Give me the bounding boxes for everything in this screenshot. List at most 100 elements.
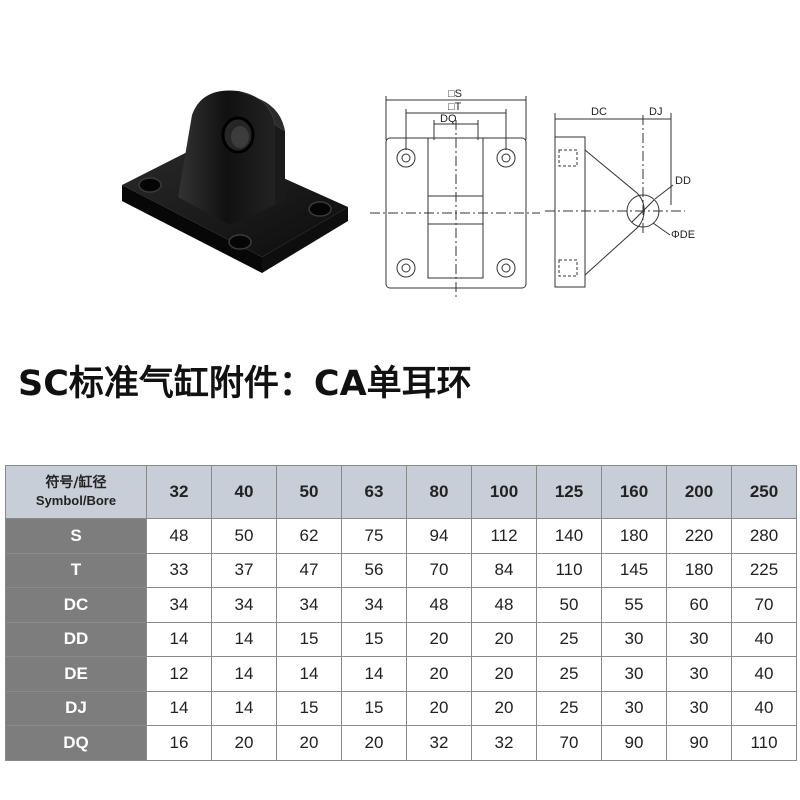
table-cell: 48	[146, 518, 212, 554]
corner-header-zh: 符号/缸径	[45, 475, 107, 491]
table-cell: 62	[276, 518, 342, 554]
row-symbol: T	[5, 552, 147, 588]
product-photo	[122, 90, 348, 273]
table-cell: 20	[471, 656, 537, 692]
row-symbol: DE	[5, 656, 147, 692]
table-cell: 55	[601, 587, 667, 623]
table-cell: 20	[406, 621, 472, 657]
table-cell: 14	[276, 656, 342, 692]
table-cell: 33	[146, 552, 212, 588]
table-cell: 50	[536, 587, 602, 623]
table-cell: 40	[731, 621, 797, 657]
row-symbol: S	[5, 518, 147, 554]
bore-header: 80	[406, 465, 472, 519]
bore-header: 50	[276, 465, 342, 519]
label-de: ΦDE	[671, 229, 695, 241]
table-cell: 14	[146, 621, 212, 657]
table-cell: 25	[536, 621, 602, 657]
table-cell: 14	[341, 656, 407, 692]
table-cell: 15	[276, 621, 342, 657]
table-cell: 60	[666, 587, 732, 623]
table-cell: 20	[276, 725, 342, 761]
table-cell: 75	[341, 518, 407, 554]
table-cell: 32	[406, 725, 472, 761]
table-cell: 48	[471, 587, 537, 623]
mount-hole	[308, 201, 332, 217]
page-title: SC标准气缸附件：CA单耳环	[18, 364, 472, 404]
row-symbol: DD	[5, 621, 147, 657]
table-cell: 280	[731, 518, 797, 554]
table-cell: 25	[536, 690, 602, 726]
side-view-drawing: DC DJ DD ΦDE	[545, 106, 695, 288]
table-cell: 110	[731, 725, 797, 761]
table-cell: 90	[601, 725, 667, 761]
label-dd: DD	[675, 175, 691, 187]
spec-table: 符号/缸径 Symbol/Bore 32 40 50 63 80 100 125…	[5, 465, 797, 761]
bore-header: 200	[666, 465, 732, 519]
table-cell: 47	[276, 552, 342, 588]
table-cell: 15	[341, 621, 407, 657]
table-cell: 14	[211, 656, 277, 692]
table-cell: 20	[341, 725, 407, 761]
table-cell: 225	[731, 552, 797, 588]
table-cell: 34	[211, 587, 277, 623]
table-cell: 34	[341, 587, 407, 623]
table-cell: 34	[146, 587, 212, 623]
table-cell: 15	[276, 690, 342, 726]
table-cell: 20	[471, 690, 537, 726]
table-cell: 70	[406, 552, 472, 588]
table-cell: 14	[211, 690, 277, 726]
label-dc: DC	[591, 106, 607, 118]
table-cell: 30	[666, 690, 732, 726]
table-cell: 14	[146, 690, 212, 726]
table-cell: 30	[601, 690, 667, 726]
table-cell: 16	[146, 725, 212, 761]
table-cell: 32	[471, 725, 537, 761]
table-cell: 14	[211, 621, 277, 657]
table-cell: 220	[666, 518, 732, 554]
table-cell: 15	[341, 690, 407, 726]
table-cell: 84	[471, 552, 537, 588]
label-s: □S	[448, 88, 462, 100]
row-symbol: DC	[5, 587, 147, 623]
table-cell: 30	[666, 621, 732, 657]
row-symbol: DQ	[5, 725, 147, 761]
table-cell: 56	[341, 552, 407, 588]
label-dq: DQ	[440, 113, 457, 125]
table-cell: 20	[471, 621, 537, 657]
corner-header: 符号/缸径 Symbol/Bore	[5, 465, 147, 519]
table-cell: 30	[601, 621, 667, 657]
table-cell: 94	[406, 518, 472, 554]
table-cell: 180	[601, 518, 667, 554]
bore-header: 63	[341, 465, 407, 519]
bore-header: 125	[536, 465, 602, 519]
table-cell: 30	[666, 656, 732, 692]
table-cell: 145	[601, 552, 667, 588]
bore-header: 100	[471, 465, 537, 519]
bore-header: 160	[601, 465, 667, 519]
corner-header-en: Symbol/Bore	[35, 493, 117, 508]
table-cell: 30	[601, 656, 667, 692]
table-cell: 140	[536, 518, 602, 554]
mount-hole	[228, 234, 252, 250]
table-cell: 20	[406, 690, 472, 726]
table-cell: 180	[666, 552, 732, 588]
table-cell: 25	[536, 656, 602, 692]
table-cell: 34	[276, 587, 342, 623]
bore-header: 32	[146, 465, 212, 519]
row-symbol: DJ	[5, 690, 147, 726]
label-t: □T	[448, 101, 462, 113]
label-dj: DJ	[649, 106, 662, 118]
table-cell: 37	[211, 552, 277, 588]
bore-header: 40	[211, 465, 277, 519]
table-cell: 70	[536, 725, 602, 761]
table-cell: 90	[666, 725, 732, 761]
table-cell: 70	[731, 587, 797, 623]
table-cell: 110	[536, 552, 602, 588]
